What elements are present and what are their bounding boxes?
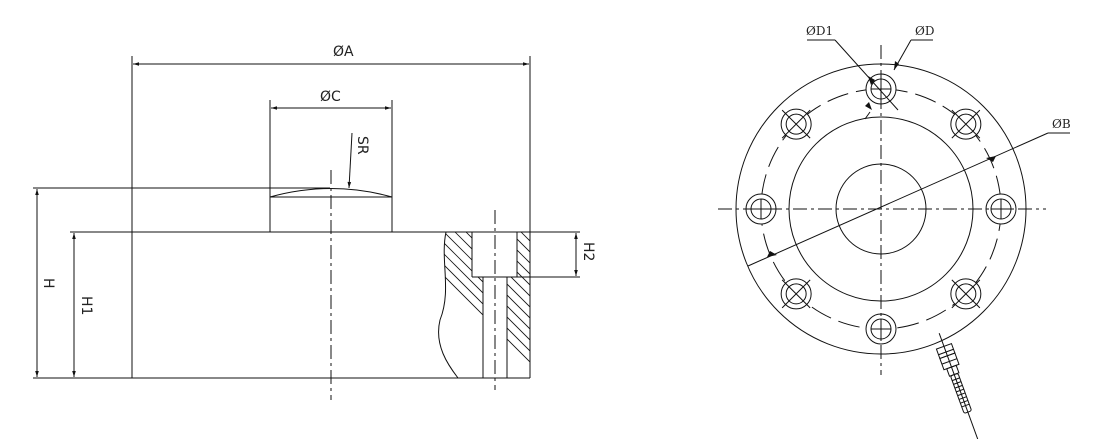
hatch-line bbox=[507, 232, 530, 378]
hatch-line bbox=[532, 232, 678, 378]
label-sr: SR bbox=[354, 136, 370, 155]
hatch-line bbox=[598, 232, 744, 378]
hatch-line bbox=[653, 232, 799, 378]
label-dia-d1: ØD1 bbox=[806, 24, 833, 38]
label-dia-c: ØC bbox=[320, 89, 341, 105]
hatch-line bbox=[587, 232, 733, 378]
hatch-line bbox=[609, 232, 755, 378]
label-h2: H2 bbox=[580, 242, 596, 261]
bolt-hole bbox=[950, 278, 982, 310]
hatch-line bbox=[631, 232, 777, 378]
hatch-line bbox=[507, 232, 530, 378]
hatch-line bbox=[507, 232, 530, 378]
dia-b-leader bbox=[747, 132, 1049, 267]
hatch-line bbox=[438, 232, 483, 378]
hatch-line bbox=[576, 232, 722, 378]
hatch-line bbox=[609, 232, 755, 378]
bolt-hole bbox=[950, 108, 982, 140]
hatch-line bbox=[476, 232, 483, 378]
hatch-line bbox=[507, 232, 530, 378]
dimension-sr: SR bbox=[347, 132, 370, 189]
hatch-line bbox=[532, 232, 678, 378]
dimension-dia-a: ØA bbox=[131, 44, 531, 232]
hatch-line bbox=[620, 232, 766, 378]
dimension-h1: H1 bbox=[70, 231, 132, 377]
bolt-hole bbox=[780, 278, 812, 310]
hatch-line bbox=[507, 232, 530, 378]
dimension-h: H bbox=[33, 187, 330, 379]
hatch-line bbox=[587, 232, 733, 378]
dimension-dia-c: ØC bbox=[269, 89, 393, 197]
hatch-line bbox=[443, 232, 483, 378]
hatch-line bbox=[488, 232, 634, 378]
hatch-line bbox=[438, 232, 483, 378]
label-dia-a: ØA bbox=[333, 44, 354, 60]
label-h: H bbox=[40, 278, 56, 289]
hatch-line bbox=[438, 232, 483, 378]
hatch-line bbox=[576, 232, 722, 378]
hatch-line bbox=[620, 232, 766, 378]
hatch-line bbox=[543, 232, 689, 378]
body-outline bbox=[131, 188, 540, 379]
label-dia-b: ØB bbox=[1052, 117, 1071, 131]
hatch-line bbox=[686, 232, 832, 378]
dimension-h2: H2 bbox=[530, 231, 596, 278]
hatch-line bbox=[653, 232, 799, 378]
hatch-line bbox=[543, 232, 689, 378]
bolt-hole bbox=[780, 108, 812, 140]
hatch-line bbox=[598, 232, 744, 378]
cable-gland bbox=[935, 333, 979, 439]
hatch-line bbox=[438, 232, 483, 378]
label-dia-d: ØD bbox=[915, 24, 934, 38]
hatch-line bbox=[642, 232, 788, 378]
hatch-line bbox=[686, 232, 832, 378]
hatch-line bbox=[631, 232, 777, 378]
hatch-line bbox=[507, 232, 530, 378]
top-view: ØB ØD1 ØD bbox=[718, 24, 1071, 439]
label-h1: H1 bbox=[78, 296, 94, 315]
hatch-line bbox=[507, 232, 530, 378]
section-hatching bbox=[438, 232, 832, 378]
hatch-line bbox=[642, 232, 788, 378]
